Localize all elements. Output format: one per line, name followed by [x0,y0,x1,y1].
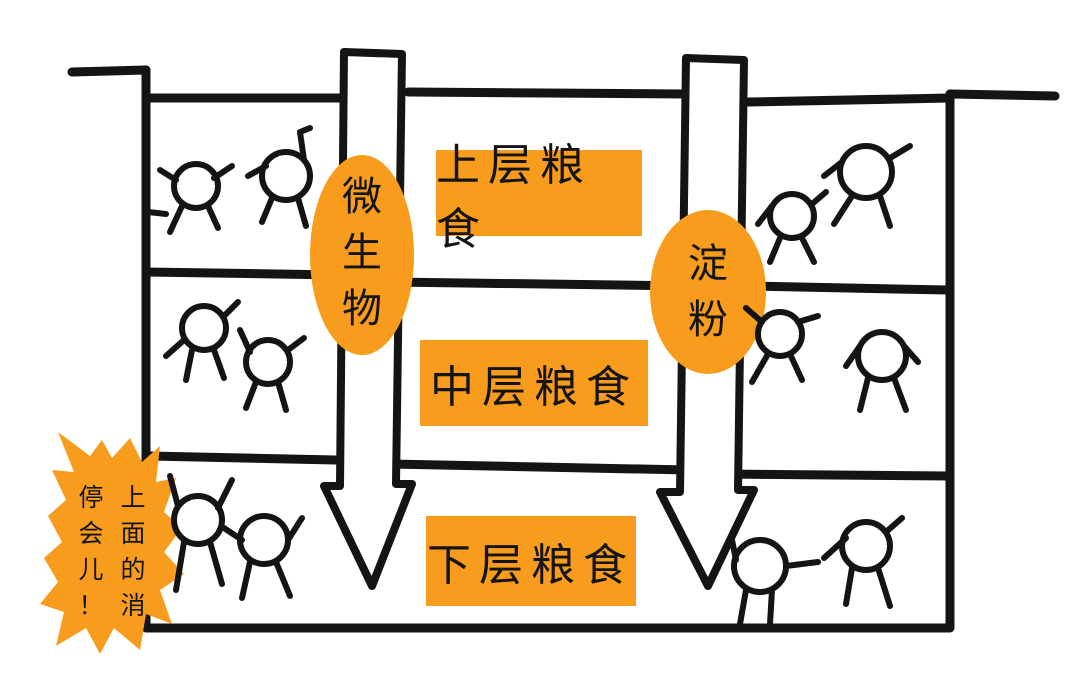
figure-right-lower-2 [821,515,905,609]
label-middle-layer: 中层粮食 [420,340,648,426]
oval-left-char-2: 生 [342,230,382,276]
divider-left-lower [145,451,341,465]
divider-center-upper [387,277,695,291]
figure-right-middle-1 [743,305,821,385]
callout-char-1: 停 [78,483,104,512]
figure-left-lower-1 [167,473,235,593]
callout-char-4: ！ [78,591,104,620]
oval-right-char-1: 淀 [688,241,728,287]
oval-right [650,210,766,374]
divider-right-lower [717,469,953,481]
figure-left-middle-1 [163,299,241,383]
oval-left-char-1: 微 [342,174,382,220]
ground-line-right [945,89,1060,101]
label-lower-layer: 下层粮食 [426,516,636,606]
callout-burst [40,432,184,654]
container-top-edge [141,87,955,107]
figure-left-upper-2 [245,125,313,229]
oval-right-text: 淀 粉 [668,210,748,374]
container-outline [141,65,955,633]
ground-line-left [67,65,151,77]
oval-left-text: 微 生 物 [322,158,402,348]
callout-text: 停 会 儿 ！ 上 面 的 消 [70,478,154,620]
figure-right-upper-2 [755,189,829,265]
oval-left-char-3: 物 [342,286,382,332]
callout-char-5: 上 [120,483,146,512]
label-upper-layer: 上层粮食 [436,140,642,255]
figure-right-upper-1 [821,143,913,229]
figure-right-middle-2 [843,329,921,413]
figure-right-lower-1 [729,537,821,627]
callout-char-6: 面 [120,519,146,548]
callout-char-3: 儿 [78,555,104,584]
oval-right-char-2: 粉 [688,297,728,343]
oval-left [310,155,414,355]
figure-left-upper-1 [145,161,235,235]
figure-left-lower-2 [221,513,305,601]
stick-figures [145,125,921,627]
callout-char-8: 消 [120,591,146,620]
divider-left-upper [141,267,345,280]
divider-right-upper [743,281,953,295]
divider-center-lower [385,459,693,475]
callout-char-2: 会 [78,519,104,548]
callout-char-7: 的 [120,555,146,584]
figure-left-middle-2 [237,327,307,413]
